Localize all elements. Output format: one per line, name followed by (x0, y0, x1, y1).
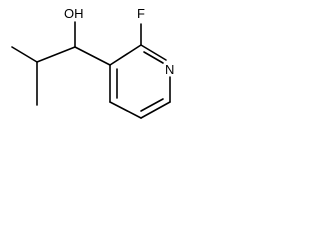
bond-ring-c6-c5-double (140, 98, 164, 112)
bond-ring-c5-c4 (109, 101, 142, 119)
nitrogen-label: N (165, 62, 174, 77)
bond-ring-c2-n-double (143, 51, 164, 64)
chemical-structure: OH F N (11, 6, 174, 119)
bond-carbinol-ring (74, 46, 111, 66)
bond-ring-c2-n (140, 44, 167, 61)
bond-isopropyl-carbinol (36, 46, 76, 63)
bond-ring-c3-c2 (109, 44, 142, 66)
bond-ring-c6-c5 (140, 101, 171, 119)
hydroxyl-label: OH (64, 6, 84, 21)
bond-methyl-top (11, 46, 38, 63)
fluorine-label: F (137, 6, 145, 21)
